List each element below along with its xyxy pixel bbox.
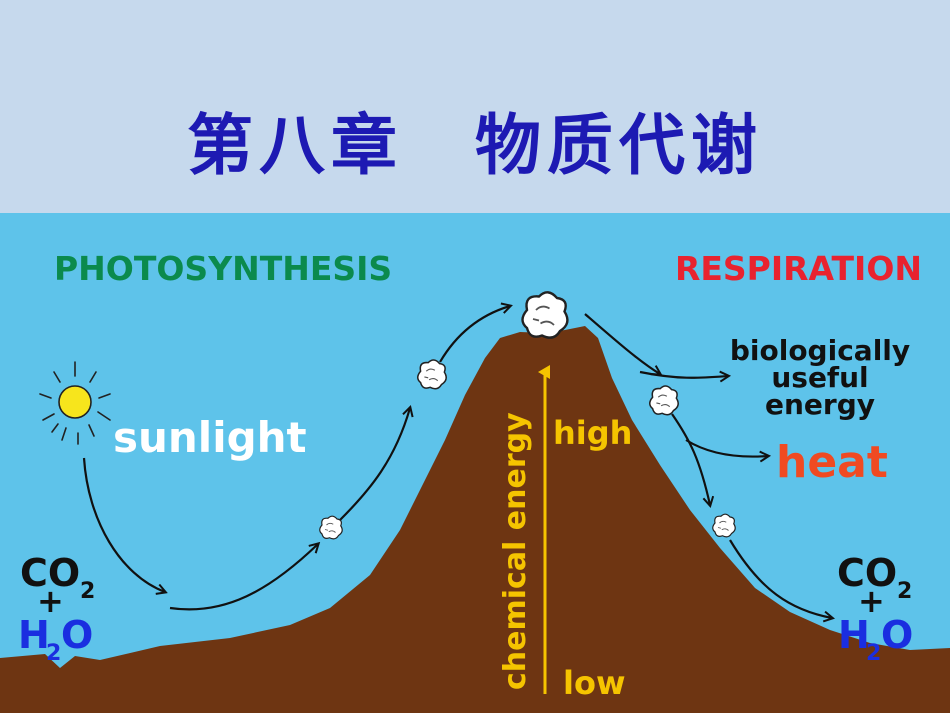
flow-arrow-icon: [82, 306, 832, 618]
title-banner: 第八章 物质代谢: [0, 0, 950, 213]
right-h-subscript: 2: [866, 641, 881, 666]
right-h: H: [838, 613, 870, 657]
left-o: O: [61, 613, 93, 657]
chemical-energy-label: chemical energy: [498, 412, 533, 690]
low-label: low: [563, 664, 626, 702]
right-o: O: [881, 613, 913, 657]
right-plus: +: [858, 582, 885, 620]
slide-title: 第八章 物质代谢: [187, 106, 763, 184]
left-h-subscript: 2: [46, 641, 61, 666]
sunlight-label: sunlight: [113, 413, 307, 462]
mountain-silhouette: [0, 326, 950, 713]
useful-energy-line3: energy: [765, 388, 875, 421]
high-label: high: [553, 414, 632, 452]
photosynthesis-heading: PHOTOSYNTHESIS: [54, 249, 392, 288]
heat-label: heat: [776, 437, 888, 488]
left-reactants: CO 2 + H 2 O: [18, 551, 95, 666]
left-co: CO: [20, 551, 80, 595]
right-products: CO 2 + H 2 O: [837, 551, 913, 666]
left-co-subscript: 2: [80, 579, 95, 604]
useful-energy-line2: useful: [771, 361, 868, 394]
useful-energy-line1: biologically: [730, 334, 910, 367]
right-co-subscript: 2: [897, 579, 912, 604]
left-plus: +: [37, 582, 64, 620]
sugar-molecule-icon: [319, 515, 343, 540]
respiration-heading: RESPIRATION: [675, 249, 922, 288]
right-co: CO: [837, 551, 897, 595]
sugar-molecule-icon: [648, 385, 679, 416]
sugar-molecule-icon: [712, 513, 736, 538]
left-h: H: [18, 613, 50, 657]
sugar-molecule-icon: [521, 291, 569, 339]
sugar-molecule-icon: [416, 359, 447, 390]
sun-icon: [39, 361, 111, 445]
